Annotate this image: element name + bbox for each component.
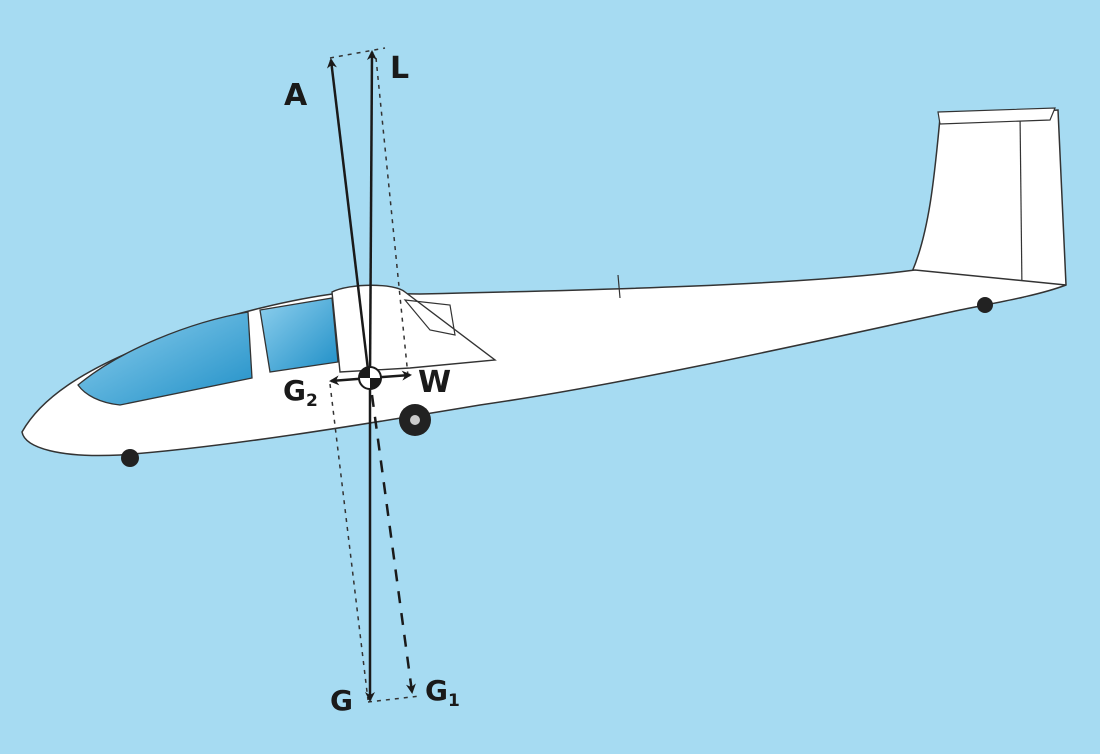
antenna [617, 274, 621, 299]
label-w: W [418, 365, 451, 400]
canopy-rear [259, 297, 339, 373]
center-of-gravity-icon [358, 366, 382, 390]
l-vector [366, 50, 377, 379]
g1-vector [370, 394, 416, 694]
wing-root [331, 284, 497, 373]
tail-fin [910, 109, 1067, 299]
construction-lines [329, 47, 421, 703]
wing-flap [403, 299, 456, 336]
label-g2: G2 [283, 374, 318, 411]
label-l: L [390, 51, 409, 86]
label-a: A [284, 78, 308, 113]
tailplane [937, 107, 1056, 125]
tail-wheel [977, 297, 993, 313]
a-vector [326, 58, 371, 379]
canopy-front [77, 311, 253, 406]
nose-wheel [121, 449, 139, 467]
main-wheel-hub [410, 415, 420, 425]
rudder-line [1019, 111, 1023, 293]
label-g1: G1 [425, 674, 460, 711]
label-g: G [330, 684, 353, 717]
